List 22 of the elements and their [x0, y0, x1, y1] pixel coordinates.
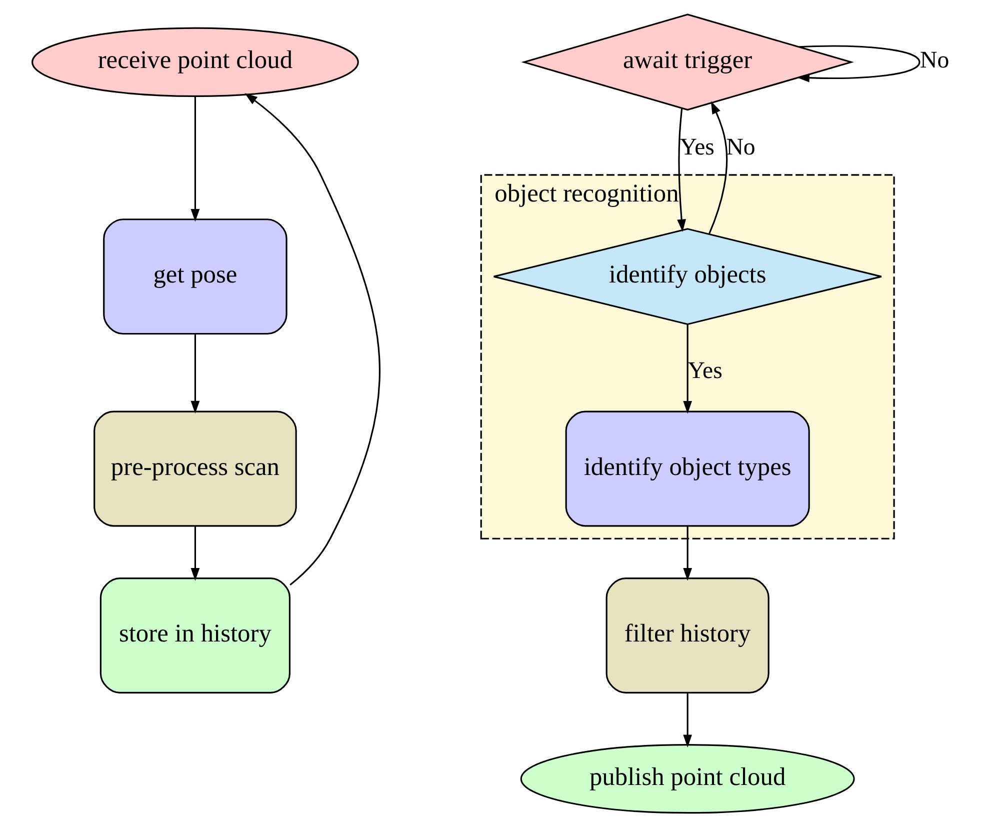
node-box: pre-process scan	[93, 410, 296, 527]
arrow	[682, 526, 692, 581]
node-diamond: await trigger	[520, 14, 854, 111]
arrow	[676, 108, 686, 232]
node-box: filter history	[605, 578, 769, 694]
node-ellipse: publish point cloud	[520, 744, 854, 814]
arrow	[190, 334, 200, 414]
node-box: get pose	[102, 218, 287, 335]
node-box: identify object types	[564, 410, 810, 527]
node-ellipse: receive point cloud	[31, 27, 358, 97]
arrow	[244, 93, 380, 586]
arrow	[682, 692, 692, 748]
edge-label: No	[920, 48, 949, 74]
node-diamond: identify objects	[492, 228, 882, 326]
edge-label: No	[726, 134, 755, 160]
arrow	[190, 96, 200, 222]
arrow	[708, 101, 728, 234]
arrow	[682, 324, 692, 414]
arrow	[190, 526, 200, 581]
node-box: store in history	[99, 578, 290, 694]
edge-label: Yes	[679, 134, 714, 160]
arrow	[796, 45, 920, 82]
